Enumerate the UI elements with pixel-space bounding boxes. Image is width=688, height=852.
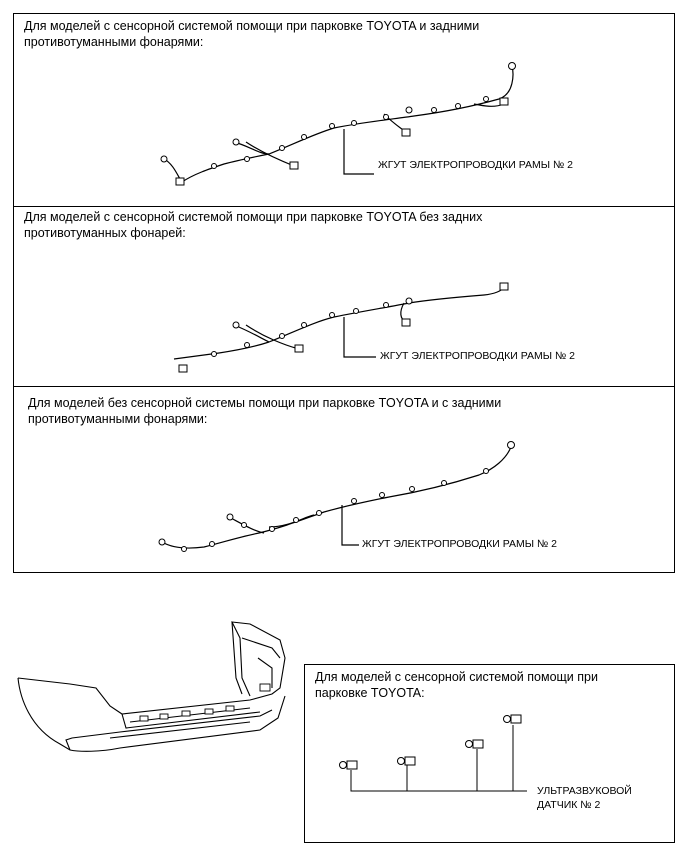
sensor-panel-caption: Для моделей с сенсорной системой помощи … [315, 670, 602, 700]
harness-panel-1: Для моделей с сенсорной системой помощи … [13, 13, 675, 207]
ultrasonic-sensors-drawing [339, 714, 527, 792]
panel-3-caption: Для моделей без сенсорной системы помощи… [28, 396, 505, 426]
harness-panel-2: Для моделей с сенсорной системой помощи … [13, 206, 675, 387]
rear-bumper-illustration [17, 621, 286, 752]
panel-1-harness-label: ЖГУТ ЭЛЕКТРОПРОВОДКИ РАМЫ № 2 [378, 159, 573, 171]
harness-panel-3: Для моделей без сенсорной системы помощи… [13, 386, 675, 573]
ultrasonic-sensor-4 [503, 714, 522, 724]
panel-1-caption: Для моделей с сенсорной системой помощи … [24, 19, 483, 49]
ultrasonic-sensor-3 [465, 739, 484, 749]
panel-1-harness-drawing [160, 62, 516, 186]
ultrasonic-sensor-1 [339, 760, 358, 770]
panel-2-harness-drawing [173, 282, 509, 373]
panel-3-harness-drawing [158, 441, 515, 552]
ultrasonic-sensor-label: УЛЬТРАЗВУКОВОЙ ДАТЧИК № 2 [537, 785, 635, 811]
panel-3-harness-label: ЖГУТ ЭЛЕКТРОПРОВОДКИ РАМЫ № 2 [362, 538, 557, 550]
panel-2-harness-label: ЖГУТ ЭЛЕКТРОПРОВОДКИ РАМЫ № 2 [380, 350, 575, 362]
sensor-panel: Для моделей с сенсорной системой помощи … [304, 664, 675, 843]
panel-2-caption: Для моделей с сенсорной системой помощи … [24, 210, 486, 240]
ultrasonic-sensor-2 [397, 756, 416, 766]
